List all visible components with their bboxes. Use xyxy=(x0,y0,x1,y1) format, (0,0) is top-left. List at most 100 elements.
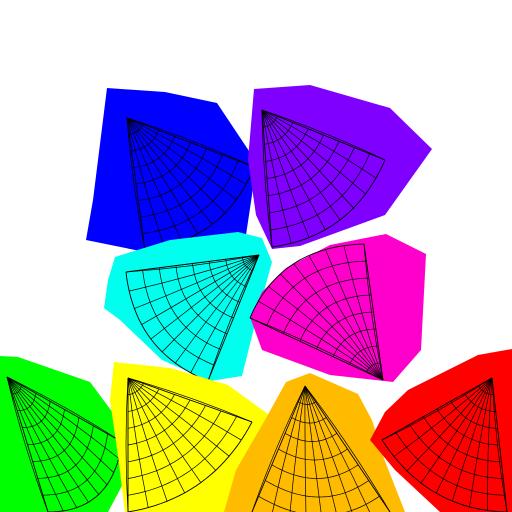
mesh-spoke xyxy=(127,377,253,423)
mesh-ring xyxy=(138,148,207,201)
green-piece-fill xyxy=(0,356,125,512)
mesh-ring xyxy=(17,393,37,412)
mesh-ring xyxy=(298,401,316,405)
mesh-spoke xyxy=(304,385,391,512)
green-piece-mesh xyxy=(6,376,123,512)
mesh-ring xyxy=(192,263,234,319)
mesh-edge xyxy=(261,109,386,161)
mesh-ring xyxy=(349,345,379,365)
cyan-piece-mesh xyxy=(125,254,260,382)
mesh-ring xyxy=(299,294,372,342)
mesh-ring xyxy=(127,405,206,463)
mesh-ring xyxy=(284,432,338,442)
mesh-edge xyxy=(261,109,273,248)
red-piece-mesh xyxy=(381,377,508,512)
mesh-ring xyxy=(127,416,237,496)
mesh-edge xyxy=(126,117,255,168)
mesh-edge xyxy=(207,254,260,382)
magenta-piece-mesh xyxy=(249,243,384,381)
mesh-edge xyxy=(381,377,493,441)
mesh-ring xyxy=(158,267,221,350)
mesh-edge xyxy=(126,117,146,251)
yellow-piece-fill xyxy=(110,362,268,512)
mesh-ring xyxy=(127,388,160,412)
mesh-ring xyxy=(127,399,191,446)
mesh-edge xyxy=(491,377,508,512)
mesh-ring xyxy=(269,147,355,214)
mesh-ring xyxy=(22,401,51,428)
mesh-ring xyxy=(268,141,340,196)
mesh-ring xyxy=(332,328,376,357)
mesh-outer-edge xyxy=(125,271,209,382)
mesh-ring xyxy=(242,257,253,272)
yellow-piece xyxy=(110,362,268,512)
mesh-ring xyxy=(265,480,369,498)
mesh-ring xyxy=(127,394,175,429)
mesh-ring xyxy=(142,269,215,366)
mesh-ring xyxy=(423,416,502,463)
mesh-edge xyxy=(6,376,49,512)
mesh-ring xyxy=(266,134,324,179)
mesh-ring xyxy=(265,128,309,162)
mesh-edge xyxy=(249,317,384,381)
mesh-outer-edge xyxy=(271,159,386,248)
mesh-edge xyxy=(6,376,123,443)
mesh-ring xyxy=(278,448,348,461)
mesh-outer-edge xyxy=(127,421,253,512)
mesh-spoke xyxy=(126,117,146,251)
mesh-ring xyxy=(133,136,175,168)
red-piece xyxy=(370,349,512,512)
mesh-ring xyxy=(175,265,228,335)
mesh-ring xyxy=(291,417,327,424)
mesh-ring xyxy=(263,116,278,128)
mesh-spoke xyxy=(6,376,49,512)
magenta-piece xyxy=(249,234,426,382)
magenta-piece-fill xyxy=(250,234,426,382)
yellow-piece-mesh xyxy=(125,377,253,512)
mesh-edge xyxy=(251,385,306,512)
mesh-ring xyxy=(12,385,22,395)
green-piece xyxy=(0,356,125,512)
mesh-ring xyxy=(142,160,239,234)
orange-piece xyxy=(224,373,405,512)
cyan-piece xyxy=(104,232,272,382)
blue-piece-mesh xyxy=(126,117,255,251)
mesh-ring xyxy=(282,277,369,334)
mesh-edge xyxy=(127,377,253,423)
mesh-outer-edge xyxy=(381,439,508,512)
blue-piece xyxy=(86,88,255,253)
mesh-ring xyxy=(208,261,241,303)
mesh-spoke xyxy=(261,109,386,161)
mesh-ring xyxy=(32,417,80,462)
mesh-ring xyxy=(129,123,144,135)
mesh-spoke xyxy=(261,109,273,248)
mesh-ring xyxy=(266,260,367,326)
mesh-ring xyxy=(131,130,160,152)
mesh-ring xyxy=(464,393,496,412)
mesh-edge xyxy=(363,243,384,381)
mesh-ring xyxy=(436,408,500,446)
mesh-edge xyxy=(304,385,391,512)
mesh-spoke xyxy=(6,376,123,443)
orange-piece-fill xyxy=(224,373,405,512)
mesh-ring xyxy=(37,425,94,479)
mesh-ring xyxy=(42,433,108,496)
mesh-ring xyxy=(366,362,381,373)
mesh-ring xyxy=(271,464,359,479)
mesh-ring xyxy=(450,401,498,429)
mesh-ring xyxy=(27,409,65,445)
mesh-ring xyxy=(395,432,506,496)
mesh-spoke xyxy=(126,117,255,168)
mesh-ring xyxy=(409,424,504,479)
mesh-ring xyxy=(264,122,294,145)
mesh-outer-edge xyxy=(249,243,365,319)
mesh-ring xyxy=(258,495,380,512)
mesh-spoke xyxy=(6,376,64,512)
mesh-spoke xyxy=(125,377,129,512)
violet-piece-fill xyxy=(248,85,432,249)
mesh-ring xyxy=(477,385,494,396)
mesh-ring xyxy=(270,153,370,231)
mesh-spoke xyxy=(251,385,306,512)
mesh-ring xyxy=(225,259,247,287)
